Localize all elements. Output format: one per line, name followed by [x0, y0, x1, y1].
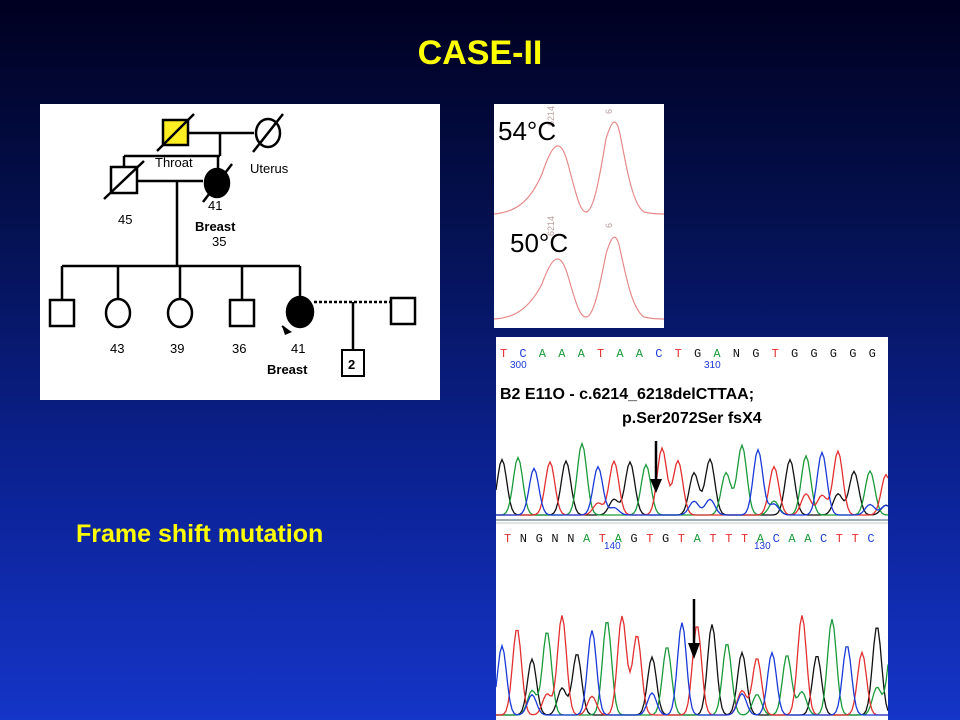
top-trace-t — [496, 446, 888, 516]
child-son-41 — [228, 298, 256, 328]
mutation-description-line1: B2 E11O - c.6214_6218delCTTAA; — [500, 386, 754, 403]
bottom-base: A — [757, 532, 765, 546]
temp-label-50: 50°C — [510, 228, 568, 258]
bottom-chromatogram — [496, 615, 888, 716]
svg-text:6: 6 — [604, 109, 614, 114]
label-age-39: 39 — [170, 341, 184, 356]
temperature-peaks-svg: 6214 6 6214 6 54°C 50°C — [494, 106, 664, 320]
top-base: A — [558, 347, 566, 361]
label-age-45: 45 — [118, 212, 132, 227]
pedigree-chart: Throat Uterus 45 41 Breast 35 43 39 36 4… — [40, 104, 440, 400]
bottom-base: T — [504, 532, 511, 546]
svg-text:6214: 6214 — [546, 216, 556, 236]
top-trace-c — [496, 447, 888, 516]
svg-text:6: 6 — [604, 223, 614, 228]
label-age-36: 36 — [232, 341, 246, 356]
top-base: A — [578, 347, 586, 361]
top-chromatogram — [496, 441, 888, 516]
bottom-base: A — [694, 532, 702, 546]
peak-trace-50c — [494, 236, 664, 320]
temperature-peaks-panel: 6214 6 6214 6 54°C 50°C — [494, 104, 664, 328]
top-base: A — [616, 347, 624, 361]
bottom-position-140: 140 — [604, 541, 621, 552]
mutation-description-line2: p.Ser2072Ser fsX4 — [622, 410, 762, 427]
top-base: G — [752, 347, 759, 361]
bottom-base: A — [615, 532, 623, 546]
bottom-base: C — [867, 532, 874, 546]
bottom-base: T — [725, 532, 732, 546]
top-base: A — [713, 347, 721, 361]
bottom-base: G — [536, 532, 543, 546]
bottom-base: A — [583, 532, 591, 546]
top-base: G — [791, 347, 798, 361]
label-breast-mother: Breast — [195, 219, 236, 234]
bottom-base: T — [852, 532, 859, 546]
bottom-base: A — [788, 532, 796, 546]
offspring-box — [341, 349, 365, 377]
top-base: G — [694, 347, 701, 361]
mother-deceased-slash — [202, 163, 233, 203]
bottom-base: T — [678, 532, 685, 546]
bottom-base: C — [773, 532, 780, 546]
top-position-300: 300 — [510, 360, 527, 371]
top-base: T — [772, 347, 779, 361]
father-deceased-slash — [103, 160, 145, 200]
bottom-base: G — [662, 532, 669, 546]
bottom-base: T — [741, 532, 748, 546]
bottom-base: T — [599, 532, 606, 546]
child-daughter-36 — [166, 297, 194, 329]
top-base: G — [849, 347, 856, 361]
bottom-trace-c — [496, 622, 888, 716]
top-base: N — [733, 347, 740, 361]
top-base: T — [500, 347, 507, 361]
proband-spouse-symbol — [389, 296, 417, 326]
top-position-310: 310 — [704, 360, 721, 371]
bottom-base: N — [567, 532, 574, 546]
label-age-35: 35 — [212, 234, 226, 249]
bottom-base: C — [820, 532, 827, 546]
top-base: C — [519, 347, 526, 361]
pedigree-svg: Throat Uterus 45 41 Breast 35 43 39 36 4… — [48, 113, 417, 377]
temp-label-54: 54°C — [498, 116, 556, 146]
bottom-base: T — [646, 532, 653, 546]
grandfather-deceased-slash — [156, 113, 195, 152]
top-base: T — [597, 347, 604, 361]
bottom-base: N — [520, 532, 527, 546]
top-base: C — [655, 347, 662, 361]
slide-title: CASE-II — [417, 34, 543, 72]
bottom-position-130: 130 — [754, 541, 771, 552]
child-daughter-39 — [104, 297, 132, 329]
label-throat: Throat — [155, 155, 193, 170]
top-base: G — [830, 347, 837, 361]
label-offspring-count: 2 — [348, 357, 355, 372]
top-base: T — [675, 347, 682, 361]
label-age-41-mother: 41 — [208, 198, 222, 213]
label-breast-proband: Breast — [267, 362, 308, 377]
bottom-base: T — [836, 532, 843, 546]
label-age-43: 43 — [110, 341, 124, 356]
bottom-base: T — [709, 532, 716, 546]
bottom-base: N — [551, 532, 558, 546]
top-base: G — [869, 347, 876, 361]
top-base: A — [636, 347, 644, 361]
bottom-base: A — [804, 532, 812, 546]
frame-shift-caption: Frame shift mutation — [76, 520, 324, 548]
label-uterus: Uterus — [250, 161, 289, 176]
label-age-41-proband: 41 — [291, 341, 305, 356]
grandmother-inner-slash — [259, 121, 277, 145]
child-son-43 — [48, 298, 76, 328]
proband-symbol — [285, 295, 315, 329]
svg-text:6214: 6214 — [546, 106, 556, 126]
peak-trace-54c — [494, 121, 664, 215]
top-base: G — [810, 347, 817, 361]
bottom-base: G — [630, 532, 637, 546]
top-base: A — [539, 347, 547, 361]
